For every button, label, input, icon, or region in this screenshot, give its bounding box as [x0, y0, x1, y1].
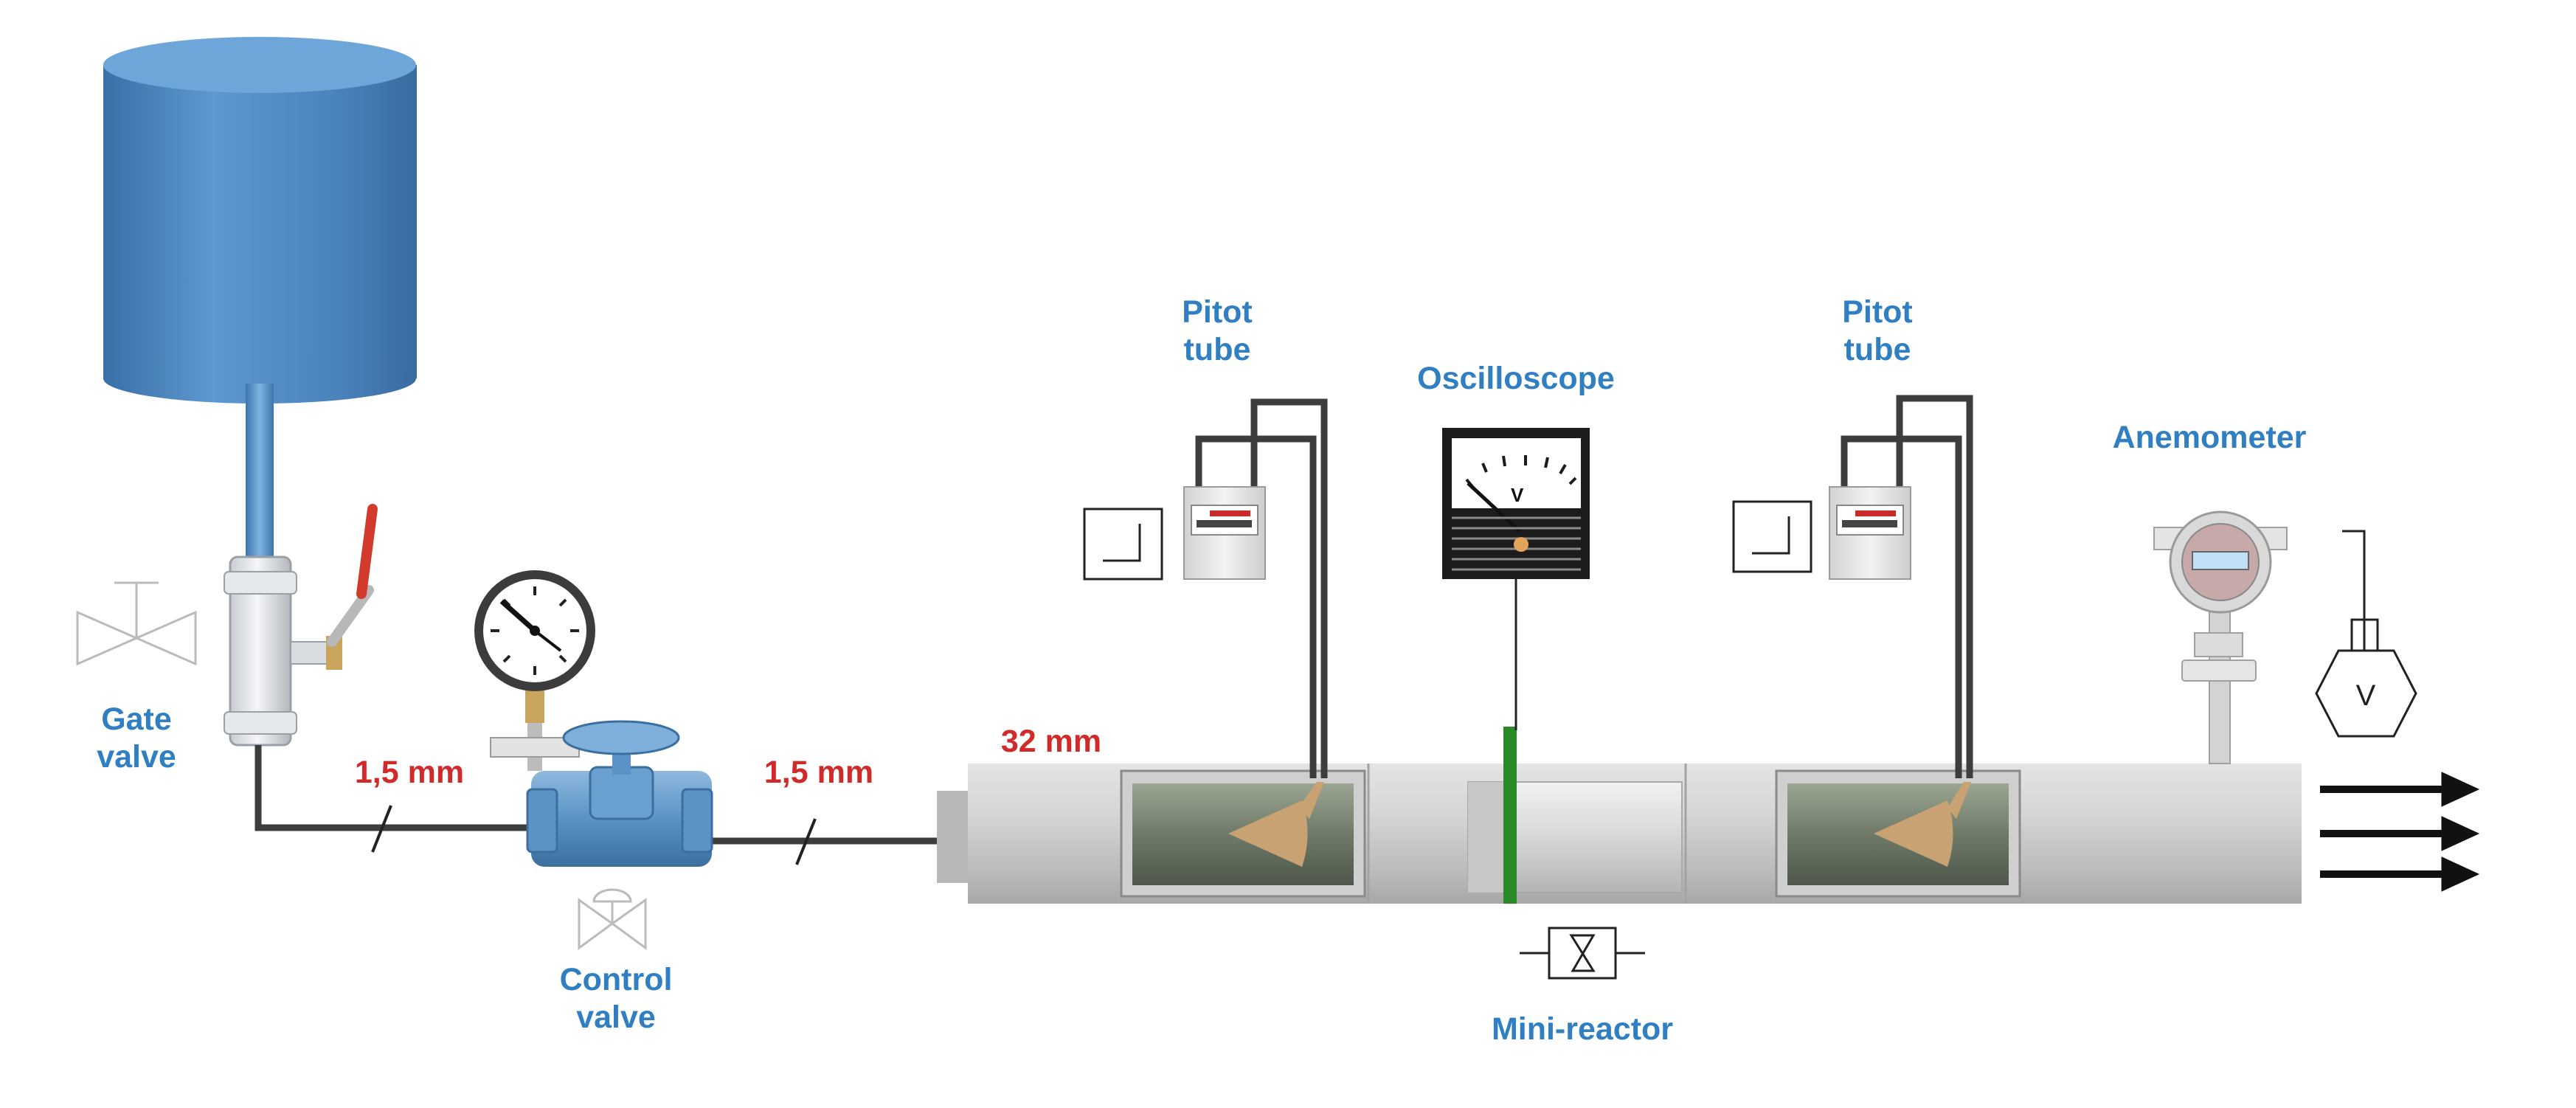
gate-valve	[224, 504, 378, 747]
mini-reactor-body	[1467, 727, 1683, 904]
pitot-tube-2	[1732, 395, 1973, 778]
pipe-1-diameter-label: 1,5 mm	[354, 755, 465, 790]
mini-reactor-label: Mini-reactor	[1491, 1011, 1674, 1047]
pitot-tube-1-label-line-1: Pitot	[1182, 294, 1253, 330]
anemometer-label: Anemometer	[2112, 420, 2307, 455]
pitot-tube-1-label-line-2: tube	[1183, 331, 1251, 367]
flow-arrows	[2320, 772, 2480, 892]
gate-valve-symbol	[76, 581, 197, 666]
control-valve-label-line-1: Control	[559, 962, 673, 997]
measurement-window-1	[1120, 769, 1366, 898]
control-valve-label-line-2: valve	[576, 999, 656, 1035]
pitot-tube-2-label: Pitot tube	[1822, 294, 1933, 368]
voltmeter-symbol-text: V	[2356, 679, 2376, 712]
oscilloscope-unit-text: V	[1511, 484, 1524, 506]
pressure-gauge	[474, 570, 595, 771]
mini-reactor-symbol	[1520, 927, 1645, 980]
gate-valve-label-line-2: valve	[97, 738, 176, 775]
gate-valve-label: Gate valve	[81, 701, 192, 775]
pipe-lines	[255, 745, 944, 845]
anemometer	[2153, 510, 2288, 764]
oscilloscope: V	[1442, 428, 1590, 730]
control-valve	[526, 720, 713, 867]
voltmeter-symbol: V	[2315, 530, 2417, 738]
dimension-ticks	[371, 805, 817, 865]
water-tank	[103, 37, 417, 561]
pitot-tube-1	[1083, 398, 1328, 778]
control-valve-symbol	[578, 888, 647, 950]
pitot-tube-1-label: Pitot tube	[1162, 294, 1273, 368]
oscilloscope-label: Oscilloscope	[1417, 361, 1615, 396]
pitot-tube-2-label-line-1: Pitot	[1842, 294, 1913, 330]
pipe-2-diameter-label: 1,5 mm	[764, 755, 874, 790]
main-tube-diameter-label: 32 mm	[1000, 724, 1102, 759]
gate-valve-label-line-1: Gate	[101, 702, 172, 737]
pitot-tube-2-label-line-2: tube	[1843, 331, 1911, 367]
measurement-window-2	[1775, 769, 2021, 898]
control-valve-label: Control valve	[535, 961, 697, 1036]
